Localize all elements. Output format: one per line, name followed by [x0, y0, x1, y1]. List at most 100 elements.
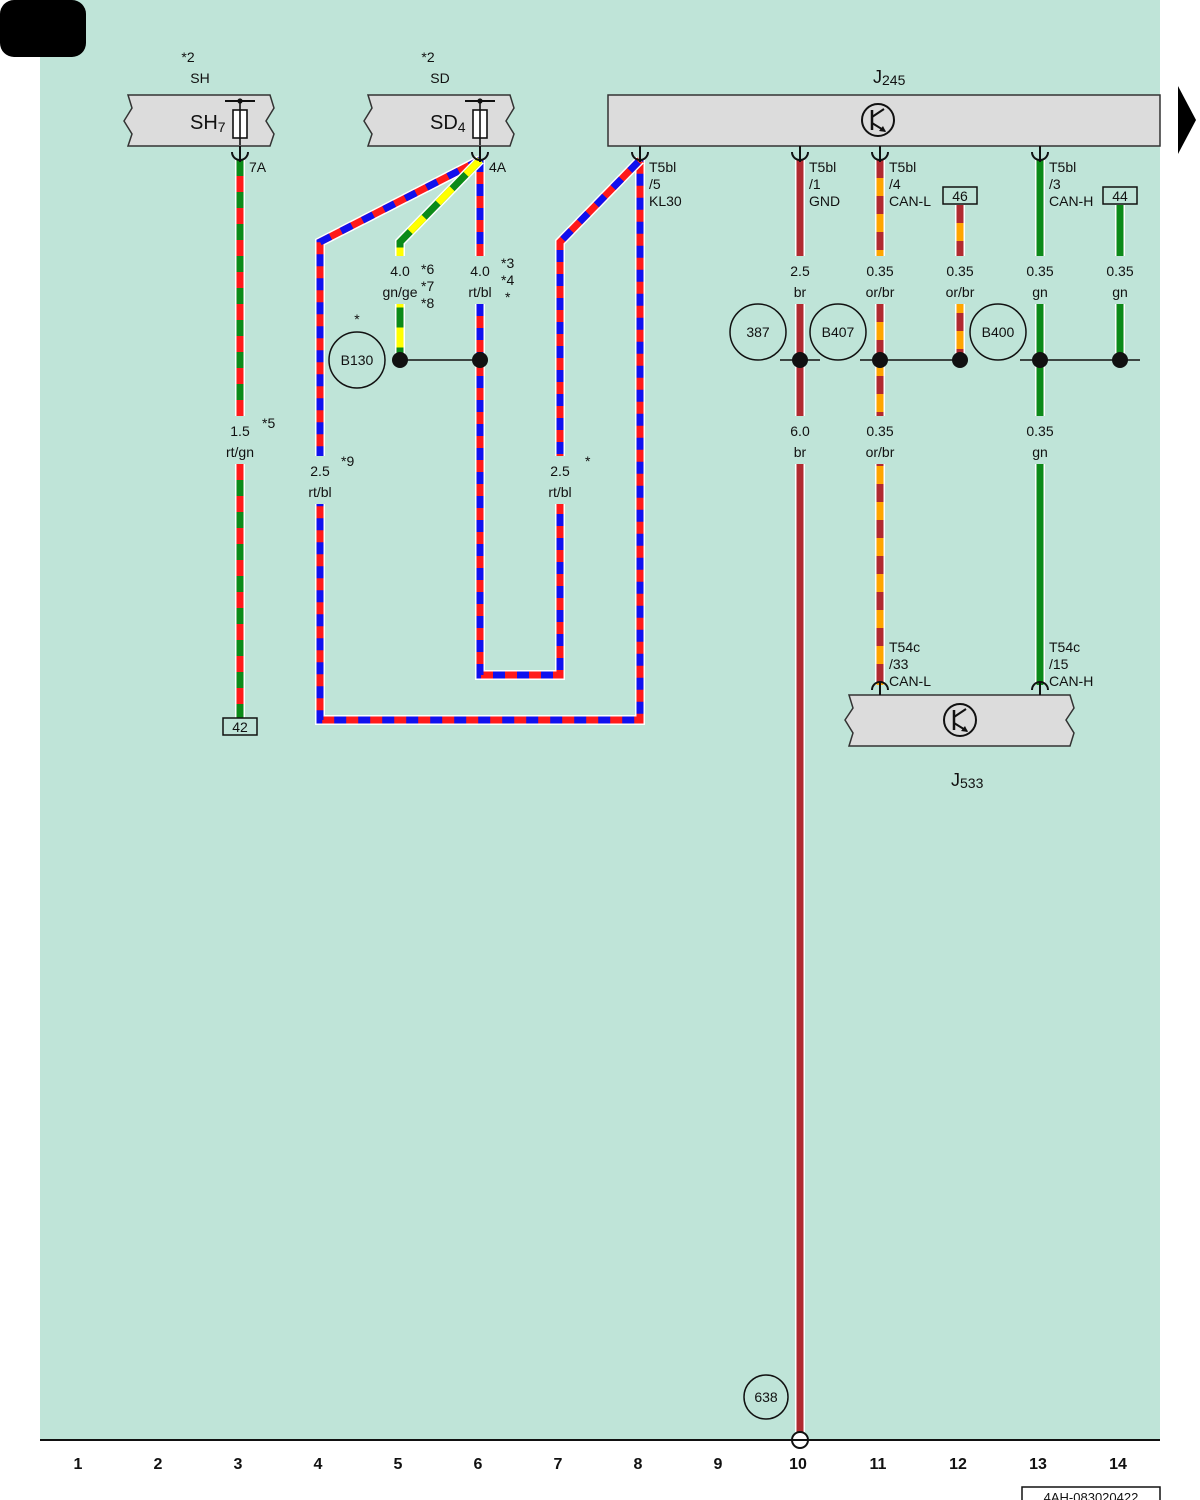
fuse-icon [225, 98, 255, 145]
footnotes: *5 *9 *6 *7 *8 *3 *4 * * [262, 255, 591, 469]
wire-label-w11a: 0.35 or/br [860, 256, 900, 304]
svg-text:2.5: 2.5 [550, 463, 570, 479]
svg-text:46: 46 [952, 188, 968, 204]
j533-label: J533 [951, 770, 984, 791]
grid-number: 6 [474, 1456, 483, 1473]
pin-label: /3 [1049, 176, 1061, 192]
grid-number: 11 [870, 1456, 887, 1473]
svg-text:0.35: 0.35 [866, 263, 893, 279]
sh-title: SH [190, 70, 209, 86]
continuation-arrow-icon [1178, 86, 1196, 154]
document-number: 4AH-083020422 [1021, 1486, 1161, 1500]
j245-label: J245 [873, 67, 906, 88]
wire-label-w10a: 2.5 br [782, 256, 818, 304]
pin-label: T5bl [809, 159, 836, 175]
svg-text:*4: *4 [501, 272, 514, 288]
svg-text:*: * [585, 453, 591, 469]
svg-text:2.5: 2.5 [790, 263, 810, 279]
grid-number: 3 [234, 1456, 243, 1473]
svg-text:or/br: or/br [866, 284, 895, 300]
pin-label: /15 [1049, 656, 1069, 672]
splice-dots [392, 352, 1128, 368]
svg-text:1.5: 1.5 [230, 423, 250, 439]
grid-number: 10 [789, 1456, 807, 1473]
pin-label: /4 [889, 176, 901, 192]
sd-title: SD [430, 70, 449, 86]
svg-text:*9: *9 [341, 453, 354, 469]
svg-text:gn/ge: gn/ge [382, 284, 417, 300]
wire-label-w14: 0.35 gn [1100, 256, 1140, 304]
reference-box-46: 46 [942, 186, 978, 205]
svg-text:0.35: 0.35 [1106, 263, 1133, 279]
control-unit-j245: J245 [607, 67, 1161, 147]
ground-point-638: 638 [743, 1374, 789, 1420]
grid-number: 9 [714, 1456, 723, 1473]
svg-text:*7: *7 [421, 278, 434, 294]
pin-label: T54c [889, 639, 920, 655]
svg-text:gn: gn [1032, 284, 1048, 300]
svg-text:*8: *8 [421, 295, 434, 311]
svg-text:42: 42 [232, 719, 248, 735]
pin-label: /33 [889, 656, 909, 672]
junction-b130: B130 [328, 331, 386, 389]
svg-text:0.35: 0.35 [866, 423, 893, 439]
grid-number: 4 [314, 1456, 323, 1473]
sd-footnote: *2 [421, 49, 434, 65]
svg-text:0.35: 0.35 [1026, 263, 1053, 279]
connector-pins [231, 146, 1049, 695]
svg-text:4.0: 4.0 [470, 263, 490, 279]
sh-footnote: *2 [181, 49, 194, 65]
pin-label: T5bl [1049, 159, 1076, 175]
svg-text:*: * [505, 289, 511, 305]
pin-label: T5bl [649, 159, 676, 175]
wire-label-w3: 1.5 rt/gn [222, 416, 258, 464]
sd-name: SD4 [430, 112, 466, 135]
pin-label: KL30 [649, 193, 682, 209]
wire-rt-bl-loop-outer [315, 155, 645, 725]
svg-text:638: 638 [754, 1389, 778, 1405]
pin-label: CAN-H [1049, 193, 1093, 209]
grid-number: 7 [554, 1456, 563, 1473]
svg-text:B407: B407 [822, 324, 855, 340]
fuse-box-sh: *2 SH SH7 [123, 49, 275, 147]
pin-label: T54c [1049, 639, 1080, 655]
wire-label-w12: 0.35 or/br [940, 256, 980, 304]
grid-number: 12 [949, 1456, 967, 1473]
wire-label-w10b: 6.0 br [782, 416, 818, 464]
svg-text:B400: B400 [982, 324, 1015, 340]
svg-text:44: 44 [1112, 188, 1128, 204]
pin-label: CAN-H [1049, 673, 1093, 689]
pin-label: /1 [809, 176, 821, 192]
sh-name: SH7 [190, 112, 226, 135]
svg-text:0.35: 0.35 [946, 263, 973, 279]
grid-number: 14 [1109, 1456, 1127, 1473]
svg-text:4AH-083020422: 4AH-083020422 [1044, 1490, 1139, 1500]
svg-text:*5: *5 [262, 415, 275, 431]
wire-label-w7: 2.5 rt/bl [542, 456, 578, 504]
svg-text:br: br [794, 284, 807, 300]
pin-label: CAN-L [889, 193, 931, 209]
fuse-box-sd: *2 SD SD4 [363, 49, 515, 147]
pin-label: GND [809, 193, 840, 209]
svg-text:B130: B130 [341, 352, 374, 368]
pin-label: CAN-L [889, 673, 931, 689]
svg-text:2.5: 2.5 [310, 463, 330, 479]
reference-box-42: 42 [222, 717, 258, 736]
control-unit-j533: J533 [844, 694, 1075, 791]
grid-number: 13 [1029, 1456, 1047, 1473]
grid-number: 2 [154, 1456, 163, 1473]
junction-387: 387 [729, 303, 787, 361]
svg-text:rt/gn: rt/gn [226, 444, 254, 460]
pin-label: T5bl [889, 159, 916, 175]
grid-number: 5 [394, 1456, 403, 1473]
fuse-rating-sh: 7A [249, 159, 267, 175]
svg-text:or/br: or/br [866, 444, 895, 460]
svg-text:br: br [794, 444, 807, 460]
b130-footnote: * [354, 311, 360, 327]
svg-text:rt/bl: rt/bl [308, 484, 331, 500]
junction-b407: B407 [809, 303, 867, 361]
junction-b400: B400 [969, 303, 1027, 361]
wire-label-w13b: 0.35 gn [1020, 416, 1060, 464]
wire-gn-ge-col5 [395, 156, 484, 360]
